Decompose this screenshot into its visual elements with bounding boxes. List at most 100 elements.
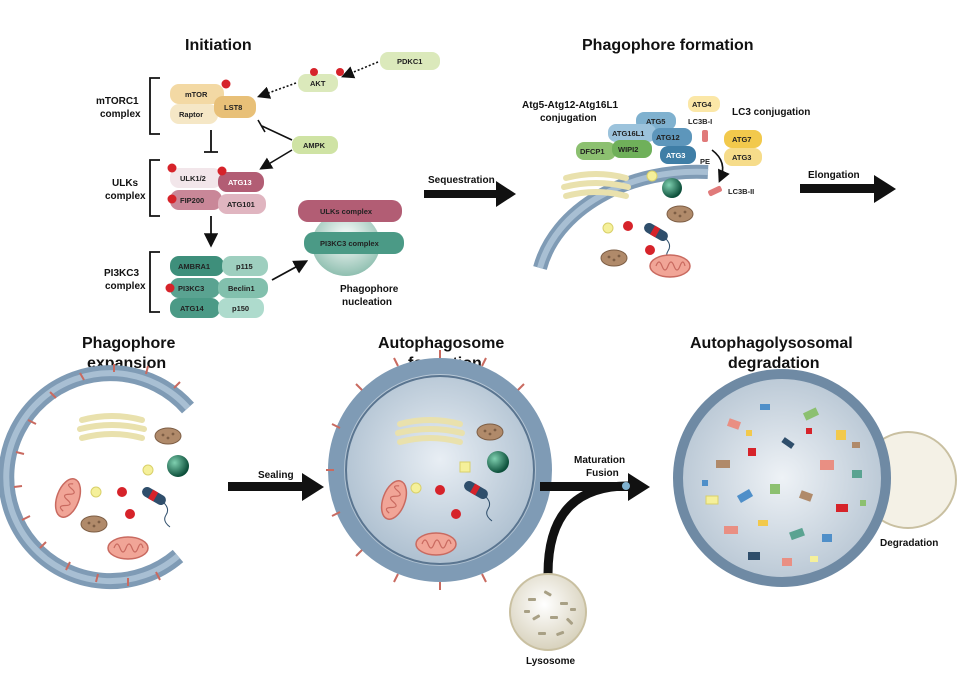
ulks-label-1: ULKs <box>112 178 139 189</box>
atg7-label: ATG7 <box>732 135 751 144</box>
fip200-phospho-icon <box>167 194 177 204</box>
lc3-conversion-arrow <box>711 149 730 183</box>
sealing-label: Sealing <box>258 470 294 481</box>
akt-phospho-icon-2 <box>336 68 344 76</box>
mtorc1-label-2: complex <box>100 109 141 120</box>
lst8-protein <box>214 96 256 118</box>
elongation-label: Elongation <box>808 170 860 181</box>
pi3kc3-bracket <box>149 251 160 313</box>
ulk-phospho-icon <box>167 163 177 173</box>
wipi2-protein <box>612 140 652 158</box>
title-degradation-1: Autophagolysosomal <box>690 335 853 352</box>
lysosome <box>509 573 587 651</box>
atg3-label-a: ATG3 <box>666 151 685 160</box>
fusion-label: Fusion <box>586 468 619 479</box>
cargo-er-1 <box>564 174 628 196</box>
lc3b-ii-bead <box>708 185 722 197</box>
beclin1-protein <box>218 278 268 298</box>
degradation-label: Degradation <box>880 538 938 549</box>
ambra1-label: AMBRA1 <box>178 262 210 271</box>
lysosome-label: Lysosome <box>526 656 576 667</box>
raptor-protein <box>170 104 218 124</box>
atg4-protein <box>688 96 720 112</box>
atg12-protein <box>652 128 692 146</box>
raptor-label: Raptor <box>179 110 203 119</box>
ampk-label: AMPK <box>303 141 326 150</box>
atg3-protein-a <box>660 146 696 164</box>
atg13-protein <box>218 172 264 192</box>
p150-protein <box>218 298 264 318</box>
title-phagophore-formation: Phagophore formation <box>582 37 754 54</box>
expanded-phagophore <box>0 364 194 590</box>
atg13-phospho-icon <box>217 166 227 176</box>
lc3b-i-label: LC3B-I <box>688 117 712 126</box>
mtorc1-inhibits-ulk <box>204 130 218 153</box>
atg101-protein <box>218 194 266 214</box>
pi3kc3-complex-bar <box>304 232 404 254</box>
fusion-dot <box>622 482 630 490</box>
cargo-dot-yellow-1 <box>646 170 658 182</box>
atg3-protein-b <box>724 148 762 166</box>
ulk12-protein <box>170 168 222 188</box>
atg14-label: ATG14 <box>180 304 204 313</box>
wipi2-label: WIPI2 <box>618 145 638 154</box>
akt-label: AKT <box>310 79 326 88</box>
pi3kc3-protein <box>170 278 220 298</box>
autophagosome <box>326 350 552 590</box>
pi3kc3-to-nucleation-arrow <box>271 260 309 281</box>
mtor-label: mTOR <box>185 90 208 99</box>
sealing-arrow <box>228 473 324 501</box>
ampk-activates-ulk <box>259 149 293 170</box>
cargo-dot-yellow-2 <box>602 222 614 234</box>
ulks-complex-bar <box>298 200 402 222</box>
title-autophagosome-1: Autophagosome <box>378 335 504 352</box>
p115-label: p115 <box>236 262 253 271</box>
lst8-label: LST8 <box>224 103 242 112</box>
p115-protein <box>222 256 268 276</box>
ulks-complex-label: ULKs complex <box>320 207 373 216</box>
pe-label: PE <box>700 157 710 166</box>
sequestration-arrow <box>424 181 516 207</box>
ulk12-label: ULK1/2 <box>180 174 206 183</box>
atg5-conj-label-1: Atg5-Atg12-Atg16L1 <box>522 100 619 111</box>
atg101-label: ATG101 <box>227 200 255 209</box>
akt-phospho-icon-1 <box>310 68 318 76</box>
phagophore-nucleation-1: Phagophore <box>340 284 399 295</box>
fip200-protein <box>170 190 222 210</box>
mtor-protein <box>170 84 224 104</box>
elongation-arrow <box>800 175 896 203</box>
cargo-ball-1 <box>662 178 682 198</box>
fip200-label: FIP200 <box>180 196 204 205</box>
ambra1-protein <box>170 256 224 276</box>
ulks-bracket <box>149 159 160 217</box>
atg5-label: ATG5 <box>646 117 665 126</box>
title-degradation-2: degradation <box>728 355 820 372</box>
dfcp1-label: DFCP1 <box>580 147 605 156</box>
pi3kc3-label-2: complex <box>105 281 146 292</box>
fusion-path <box>543 481 629 575</box>
sequestration-label: Sequestration <box>428 175 495 186</box>
phagophore-membrane-inner <box>537 168 709 269</box>
pdkc1-akt-arrow <box>341 61 379 79</box>
lc3-conj-label: LC3 conjugation <box>732 107 810 118</box>
title-initiation: Initiation <box>185 37 252 54</box>
beclin1-label: Beclin1 <box>228 284 255 293</box>
cargo-dot-red-1 <box>623 221 633 231</box>
pi3kc3-complex-label: PI3KC3 complex <box>320 239 380 248</box>
lc3b-ii-label: LC3B-II <box>728 187 754 196</box>
akt-mtor-arrow <box>256 82 297 99</box>
pdkc1-label: PDKC1 <box>397 57 422 66</box>
pdkc1-protein <box>380 52 440 70</box>
ulks-label-2: complex <box>105 191 146 202</box>
atg13-label: ATG13 <box>228 178 252 187</box>
pi3kc3-phospho-icon <box>165 283 175 293</box>
pi3kc3-label-1: PI3KC3 <box>104 268 139 279</box>
atg3-label-b: ATG3 <box>732 153 751 162</box>
ampk-inhibits-mtorc1 <box>257 119 293 141</box>
maturation-label: Maturation <box>574 455 625 466</box>
cargo-granule-2 <box>600 249 628 267</box>
phagophore-nucleation-2: nucleation <box>342 297 392 308</box>
title-expansion-1: Phagophore <box>82 335 175 352</box>
atg14-protein <box>170 298 220 318</box>
